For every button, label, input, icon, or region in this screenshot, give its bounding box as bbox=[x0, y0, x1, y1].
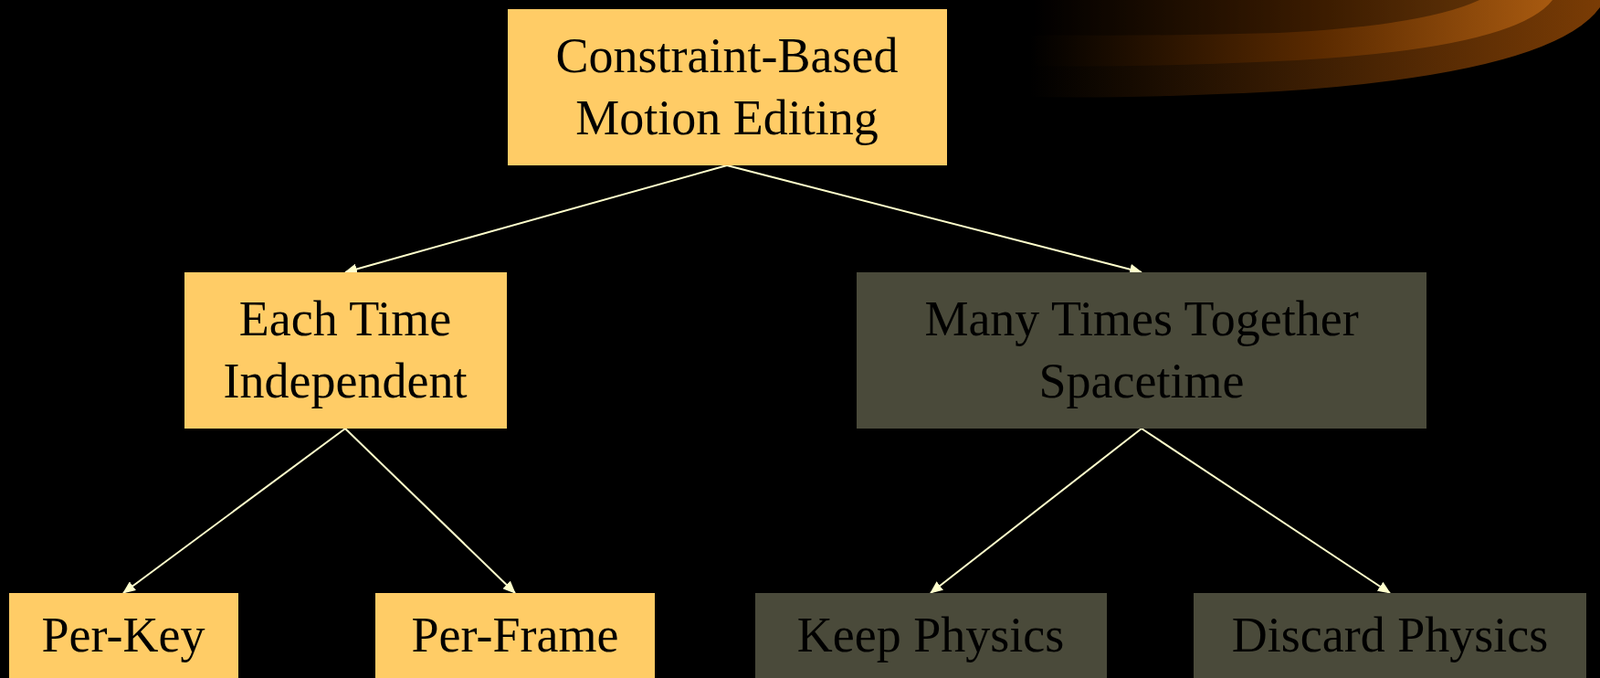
box-label: Constraint-Based Motion Editing bbox=[526, 25, 928, 149]
swoosh-band bbox=[1030, 0, 1600, 97]
swoosh-shade bbox=[1030, 0, 1480, 36]
category-box: Many Times Together Spacetime bbox=[856, 272, 1427, 429]
box-label: Per-Key bbox=[42, 604, 206, 667]
tree-connector bbox=[1141, 428, 1390, 593]
tree-connector bbox=[123, 428, 346, 593]
category-box: Each Time Independent bbox=[184, 272, 507, 429]
tree-connector bbox=[345, 428, 516, 593]
box-label: Each Time Independent bbox=[199, 288, 492, 412]
category-box: Per-Key bbox=[9, 592, 239, 678]
box-label: Many Times Together Spacetime bbox=[867, 288, 1416, 412]
category-box: Constraint-Based Motion Editing bbox=[507, 9, 948, 166]
box-label: Keep Physics bbox=[797, 604, 1064, 667]
tree-connector bbox=[726, 165, 1142, 273]
tree-connector bbox=[930, 428, 1142, 593]
category-box: Per-Frame bbox=[375, 592, 655, 678]
box-label: Per-Frame bbox=[411, 604, 620, 667]
swoosh-band bbox=[1030, 0, 1553, 66]
box-label: Discard Physics bbox=[1231, 604, 1548, 667]
category-box: Discard Physics bbox=[1193, 592, 1587, 678]
tree-connector bbox=[345, 165, 727, 273]
category-box: Keep Physics bbox=[755, 592, 1107, 678]
